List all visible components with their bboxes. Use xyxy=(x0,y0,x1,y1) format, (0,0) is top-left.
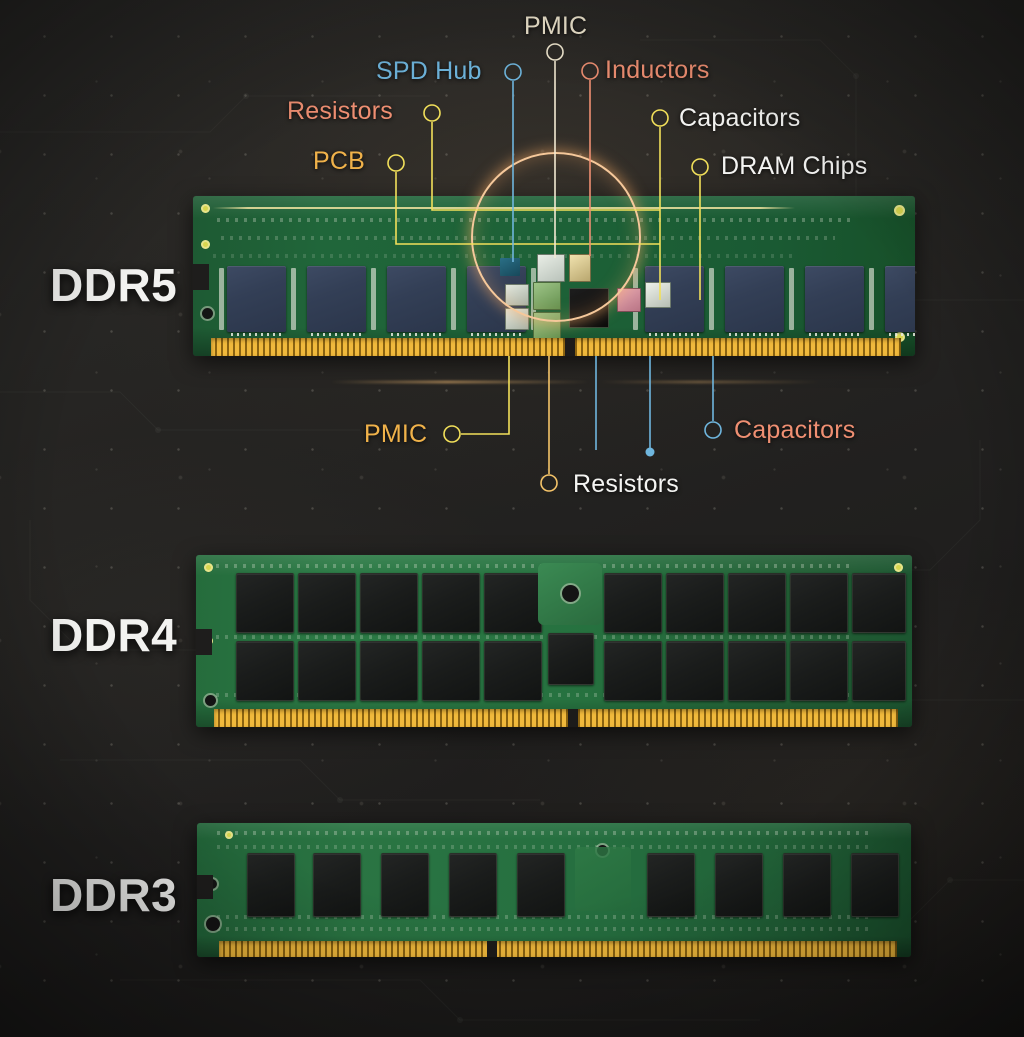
ddr5-dram-chip xyxy=(387,266,446,336)
callout-label-pmic-bottom[interactable]: PMIC xyxy=(364,420,428,448)
ddr3-dram-chip xyxy=(783,853,831,917)
ddr5-dram-chip xyxy=(725,266,784,336)
ddr5-resistor xyxy=(645,282,671,308)
ddr4-dram-chip xyxy=(790,573,848,633)
ddr3-key-notch xyxy=(487,941,497,957)
ddr3-left-ear-notch xyxy=(197,875,213,899)
ddr5-dram-chip xyxy=(227,266,286,336)
ddr5-dram-chip xyxy=(307,266,366,336)
ddr4-module xyxy=(196,555,912,727)
leader-capacitors-bottom xyxy=(704,356,722,439)
ddr3-contact-fingers xyxy=(219,941,897,957)
ddr4-dram-chip xyxy=(852,641,906,701)
ddr5-pad-column xyxy=(789,268,794,330)
callout-label-resistors-bottom[interactable]: Resistors xyxy=(573,470,679,498)
ddr3-mount-hole-left xyxy=(225,831,233,839)
callout-label-capacitors[interactable]: Capacitors xyxy=(679,104,801,132)
ddr3-dram-chip xyxy=(851,853,899,917)
callout-label-pcb[interactable]: PCB xyxy=(313,147,366,175)
ddr3-via-left-bottom xyxy=(206,917,220,931)
generation-title-ddr3: DDR3 xyxy=(50,869,178,921)
ddr5-mount-hole-left-top xyxy=(201,204,210,213)
ddr5-pad-column xyxy=(451,268,456,330)
ddr4-silk-row-top xyxy=(216,564,852,568)
leader-pmic-bottom xyxy=(443,356,510,443)
ddr4-dram-chip xyxy=(604,641,662,701)
ddr5-key-notch xyxy=(565,338,575,356)
ddr4-silk-row-mid xyxy=(216,635,852,639)
glow-streak-left xyxy=(330,381,590,383)
leader-capacitor-stub-2 xyxy=(645,356,655,457)
ddr3-silk-row-upper xyxy=(217,845,871,849)
ddr5-via-left xyxy=(202,308,213,319)
ddr5-pad-column xyxy=(219,268,224,330)
callout-label-spd-hub[interactable]: SPD Hub xyxy=(376,57,482,85)
ddr4-register-chip xyxy=(548,633,594,685)
ddr3-dram-chip xyxy=(449,853,497,917)
ddr4-dram-chip xyxy=(728,573,786,633)
ddr4-via-left-bottom xyxy=(205,695,216,706)
ddr5-pad-column xyxy=(291,268,296,330)
ddr4-dram-chip xyxy=(360,573,418,633)
glow-streak-right xyxy=(600,381,820,383)
generation-title-ddr5: DDR5 xyxy=(50,259,178,311)
callout-label-inductors[interactable]: Inductors xyxy=(605,56,710,84)
pmic-highlight-ring xyxy=(471,152,641,322)
ddr4-left-ear-notch xyxy=(196,629,212,655)
ddr4-key-notch xyxy=(568,709,578,727)
ddr3-silk-row-top xyxy=(217,831,871,835)
ddr3-dram-chip xyxy=(247,853,295,917)
ddr5-contact-fingers xyxy=(211,338,901,356)
ddr4-dram-chip xyxy=(484,573,542,633)
callout-label-resistors[interactable]: Resistors xyxy=(287,97,393,125)
ddr4-dram-chip xyxy=(666,573,724,633)
ddr3-dram-chip xyxy=(381,853,429,917)
ddr4-dram-chip xyxy=(422,573,480,633)
ddr3-dram-chip xyxy=(715,853,763,917)
ddr3-spd-area xyxy=(575,847,631,911)
ddr4-mount-hole-left xyxy=(204,563,213,572)
callout-label-dram-chips[interactable]: DRAM Chips xyxy=(721,152,868,180)
ddr5-mount-hole-left-mid xyxy=(201,240,210,249)
ddr4-dram-chip xyxy=(360,641,418,701)
ddr5-pad-column xyxy=(869,268,874,330)
ddr4-mount-hole-right xyxy=(894,563,903,572)
ddr4-dram-chip xyxy=(604,573,662,633)
callout-label-pmic[interactable]: PMIC xyxy=(524,12,588,40)
callout-label-capacitors-bottom[interactable]: Capacitors xyxy=(734,416,856,444)
ddr4-dram-chip xyxy=(666,641,724,701)
ddr5-mount-hole-right-top xyxy=(894,205,905,216)
ddr5-pad-column xyxy=(709,268,714,330)
ddr4-contact-fingers xyxy=(214,709,898,727)
ddr3-dram-chip xyxy=(647,853,695,917)
ddr4-dram-chip xyxy=(852,573,906,633)
ddr3-dram-chip xyxy=(517,853,565,917)
ddr4-dram-chip xyxy=(728,641,786,701)
ddr5-dram-chip xyxy=(805,266,864,336)
ddr4-dram-chip xyxy=(298,573,356,633)
ddr4-dram-chip xyxy=(790,641,848,701)
ddr4-dram-chip xyxy=(236,573,294,633)
ddr3-silk-row-bot xyxy=(217,927,871,931)
ddr5-pad-column xyxy=(371,268,376,330)
ddr3-dram-chip xyxy=(313,853,361,917)
ddr4-dram-chip xyxy=(236,641,294,701)
ddr4-dram-chip xyxy=(484,641,542,701)
ddr3-module xyxy=(197,823,911,957)
ddr5-left-ear-notch xyxy=(193,264,209,290)
generation-title-ddr4: DDR4 xyxy=(50,609,178,661)
ddr4-dram-chip xyxy=(422,641,480,701)
ddr5-dram-chip xyxy=(885,266,915,336)
ddr4-center-via xyxy=(562,585,579,602)
leader-resistors-bottom xyxy=(540,356,558,492)
ddr4-dram-chip xyxy=(298,641,356,701)
